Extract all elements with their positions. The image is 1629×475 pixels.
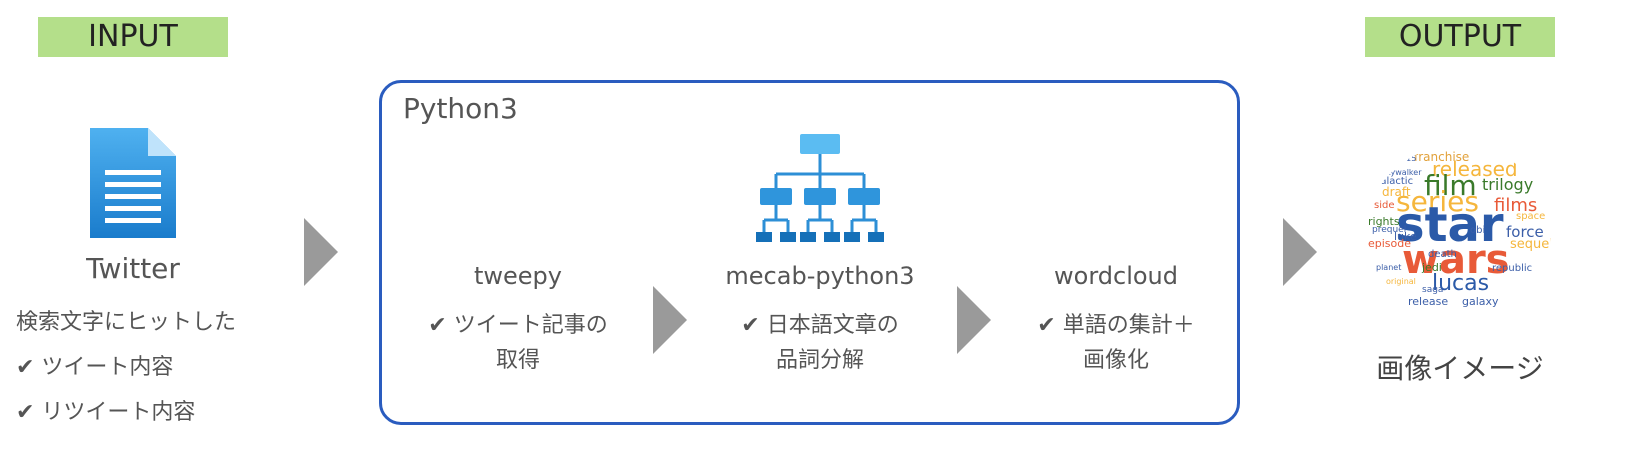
wc-word: 2015 bbox=[1396, 154, 1417, 163]
wc-word: franchise bbox=[1414, 150, 1470, 164]
input-badge: INPUT bbox=[38, 17, 228, 57]
wordcloud-title: wordcloud bbox=[1054, 262, 1178, 290]
twitter-desc-line3: ✔ リツイート内容 bbox=[16, 400, 196, 425]
wc-word: republic bbox=[1492, 263, 1533, 274]
output-caption: 画像イメージ bbox=[1376, 352, 1544, 385]
wc-word: original bbox=[1386, 277, 1416, 286]
wc-word: jedi bbox=[1422, 261, 1442, 274]
arrow-right-icon bbox=[957, 286, 991, 354]
wc-word: space bbox=[1516, 211, 1546, 222]
wordcloud-desc-line1: ✔ 単語の集計＋ bbox=[1037, 313, 1195, 338]
python3-box bbox=[379, 80, 1240, 425]
wc-word: skywalker bbox=[1382, 168, 1422, 177]
tweepy-desc-line2: 取得 bbox=[495, 348, 540, 373]
wc-word: rights bbox=[1368, 215, 1400, 228]
python3-label: Python3 bbox=[403, 92, 518, 125]
twitter-desc-line1: 検索文字にヒットした bbox=[16, 310, 237, 335]
mecab-desc-line1: ✔ 日本語文章の bbox=[741, 313, 899, 338]
wc-word: sequel bbox=[1510, 237, 1551, 252]
hierarchy-icon bbox=[756, 134, 884, 244]
tweepy-title: tweepy bbox=[473, 262, 562, 290]
twitter-desc-line2: ✔ ツイート内容 bbox=[16, 355, 174, 380]
wc-word: release bbox=[1408, 295, 1449, 308]
wc-word: episode bbox=[1368, 237, 1412, 250]
wc-word: star bbox=[1396, 197, 1504, 253]
wc-word: wars bbox=[1402, 237, 1510, 283]
arrow-right-icon bbox=[304, 218, 338, 286]
wc-word: side bbox=[1374, 200, 1395, 211]
wc-word: series bbox=[1396, 185, 1479, 218]
wc-word: film bbox=[1424, 169, 1477, 202]
wc-word: released bbox=[1432, 157, 1518, 181]
wc-word: saga bbox=[1422, 285, 1444, 295]
document-icon bbox=[90, 128, 176, 238]
input-label: INPUT bbox=[88, 19, 178, 54]
wc-word: galaxy bbox=[1462, 295, 1499, 308]
wc-word: death bbox=[1428, 249, 1457, 260]
arrow-right-icon bbox=[653, 286, 687, 354]
wc-word: galactic bbox=[1374, 176, 1414, 187]
wc-word: prequel bbox=[1372, 225, 1407, 235]
mecab-title: mecab-python3 bbox=[725, 262, 915, 290]
arrow-right-icon bbox=[1283, 218, 1317, 286]
wc-word: obi bbox=[1470, 225, 1486, 236]
wordcloud-image: franchise 2015 skywalker released galact… bbox=[1366, 145, 1551, 320]
wordcloud-desc-line2: 画像化 bbox=[1082, 348, 1149, 373]
mecab-desc-line2: 品詞分解 bbox=[775, 348, 864, 373]
wc-word: films bbox=[1494, 195, 1538, 216]
wc-word: lucas bbox=[1432, 271, 1490, 296]
output-label: OUTPUT bbox=[1398, 19, 1522, 54]
wc-word: force bbox=[1506, 223, 1544, 241]
output-badge: OUTPUT bbox=[1365, 17, 1555, 57]
tweepy-desc-line1: ✔ ツイート記事の bbox=[428, 313, 608, 338]
twitter-title: Twitter bbox=[86, 252, 180, 285]
wc-word: planet bbox=[1376, 263, 1402, 272]
wc-word: draft bbox=[1382, 185, 1411, 199]
wc-word: trilogy bbox=[1482, 175, 1534, 194]
wc-word: luke bbox=[1394, 230, 1417, 243]
